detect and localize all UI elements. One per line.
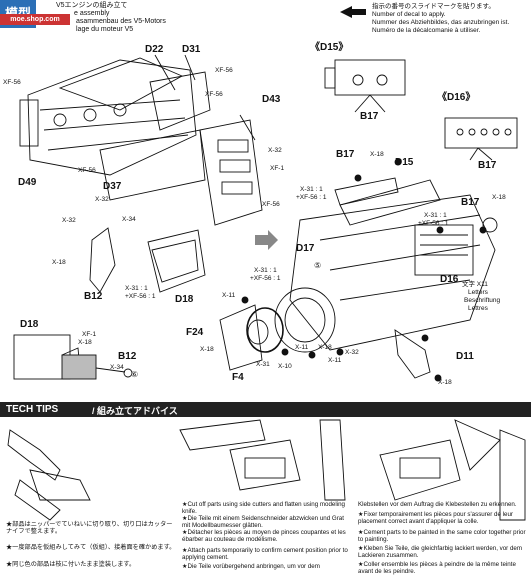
letters-en: Letters <box>468 289 488 296</box>
engine-assembly-diagram <box>13 54 518 382</box>
tech-tips-title: TECH TIPS <box>6 404 59 415</box>
inset-d16 <box>444 117 518 149</box>
label-x18: X-18 <box>438 379 452 386</box>
label-xf56: XF-56 <box>78 167 96 174</box>
label-mix: +XF-56 : 1 <box>418 220 449 227</box>
label-d43: D43 <box>262 94 281 105</box>
tip-de-2: ★Die Teile vorübergehend anbringen, um v… <box>182 563 320 570</box>
label-mix: X-31 : 1 <box>424 212 447 219</box>
main-engine-outline <box>289 194 496 351</box>
letters-fr: Lettres <box>468 305 488 312</box>
tip-jp-1: ★部品はニッパーでていねいに切り取り、切り口はカッターナイフで整えます。 <box>6 521 173 535</box>
label-x18: X-18 <box>370 151 384 158</box>
tech-tips-bar <box>0 402 531 417</box>
label-d22: D22 <box>145 44 164 55</box>
label-mix: +XF-56 : 1 <box>296 194 327 201</box>
label-x34: X-34 <box>110 364 124 371</box>
tip-jp-2: ★一度部品を仮組みしてみて（仮組）、接着面を確かめます。 <box>6 544 176 551</box>
part-d18 <box>147 229 206 293</box>
label-x18: X-18 <box>200 346 214 353</box>
label-xf56: XF-56 <box>3 79 21 86</box>
letters-jp: 文字 X11 <box>462 281 488 288</box>
label-x31: X-31 <box>256 361 270 368</box>
decal-fr: Numéro de la décalcomanie à utiliser. <box>372 27 481 34</box>
tip-de-3: ★Kleben Sie Teile, die gleichfarbig lack… <box>358 545 522 559</box>
label-b17: B17 <box>360 111 379 122</box>
decal-number-icon: ⑤ <box>314 261 322 270</box>
tip-en-3: ★Cement parts to be painted in the same … <box>358 529 526 543</box>
label-x32: X-32 <box>95 196 109 203</box>
label-x18: X-18 <box>492 194 506 201</box>
label-d37: D37 <box>103 181 122 192</box>
title-de: asammenbau des V5-Motors <box>76 18 166 25</box>
label-b17: B17 <box>461 197 480 208</box>
tip-fr-3: ★Coller ensemble les pièces à peindre de… <box>358 561 516 575</box>
label-d18: D18 <box>20 319 39 330</box>
label-d11: D11 <box>456 351 474 362</box>
label-mix: X-31 : 1 <box>125 285 148 292</box>
label-x11: X-11 <box>295 344 309 351</box>
label-b17: B17 <box>478 160 497 171</box>
label-d17: D17 <box>296 243 315 254</box>
engine-side-block <box>199 119 263 226</box>
tech-tips-subtitle: / 組み立てアドバイス <box>92 406 178 416</box>
label-x32: X-32 <box>62 217 76 224</box>
label-d31: D31 <box>182 44 201 55</box>
label-mix: +XF-56 : 1 <box>250 275 281 282</box>
label-x18: X-18 <box>52 259 66 266</box>
label-b12: B12 <box>118 351 137 362</box>
part-b12 <box>89 227 116 293</box>
clutch-cover <box>274 287 336 353</box>
engine-head-outline <box>27 59 197 176</box>
letters-de: Beschriftung <box>464 297 501 304</box>
caption-d16: 《D16》 <box>437 92 476 103</box>
tip-fr-1: ★Détacher les pièces au moyen de pinces … <box>182 529 346 543</box>
tip-jp-3: ★同じ色の部品は枝に付いたまま塗装します。 <box>6 561 136 568</box>
label-xf56: XF-56 <box>205 91 223 98</box>
tip-de-2b: Klebstellen vor dem Auftrag die Klebeste… <box>358 501 517 508</box>
label-d16: D16 <box>440 274 459 285</box>
label-mix: +XF-56 : 1 <box>125 293 156 300</box>
label-x34: X-32 <box>345 349 359 356</box>
label-f24: F24 <box>186 327 204 338</box>
label-d49: D49 <box>18 177 37 188</box>
label-f4: F4 <box>232 372 244 383</box>
decal-jp: 指示の番号のスライドマークを貼ります。 <box>372 3 495 10</box>
label-x32: X-32 <box>268 147 282 154</box>
label-xf1: XF-1 <box>270 165 285 172</box>
arrow-right-icon <box>255 230 278 250</box>
label-x11: X-11 <box>328 357 342 364</box>
label-x34: X-34 <box>122 216 136 223</box>
title-fr: lage du moteur V5 <box>76 26 134 33</box>
title-jp: V5エンジンの組み立て <box>56 2 128 9</box>
tip-en-2: ★Attach parts temporarily to confirm cem… <box>182 547 348 561</box>
part-d11 <box>394 329 431 379</box>
title-en: e assembly <box>74 10 110 17</box>
label-mix: X-31 : 1 <box>254 267 277 274</box>
label-xf56: XF-56 <box>215 67 233 74</box>
inset-d15 <box>334 59 406 96</box>
label-d18: D18 <box>175 294 194 305</box>
label-x10: X-10 <box>278 363 292 370</box>
decal-number-icon: ⑥ <box>131 370 139 379</box>
decal-de: Nummer des Abziehbildes, das anzubringen… <box>372 19 510 26</box>
label-xf56: XF-56 <box>262 201 280 208</box>
part-d15 <box>334 177 399 206</box>
decal-en: Number of decal to apply. <box>372 11 446 18</box>
caption-d15: 《D15》 <box>310 42 349 53</box>
label-x18: X-18 <box>78 339 92 346</box>
label-mix: X-31 : 1 <box>300 186 323 193</box>
label-d15: D15 <box>395 157 414 168</box>
tip-de-1: ★Die Teile mit einem Seidenschneider abz… <box>182 515 344 529</box>
site-badge: moe.shop.com <box>0 14 70 25</box>
tip-fr-2: ★Fixer temporairement les pièces pour s'… <box>358 511 513 525</box>
label-x18: X-18 <box>318 344 332 351</box>
decal-arrow-icon <box>340 6 366 18</box>
label-xf1: XF-1 <box>82 331 97 338</box>
tip-en-1: ★Cut off parts using side cutters and fl… <box>182 501 345 515</box>
label-x11: X-11 <box>222 292 236 299</box>
label-b12: B12 <box>84 291 103 302</box>
label-b17: B17 <box>336 149 355 160</box>
